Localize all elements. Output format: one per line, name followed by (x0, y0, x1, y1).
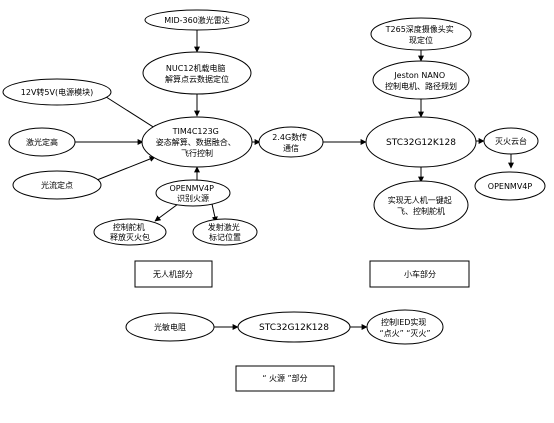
node-laser-range-label: 激光定高 (26, 137, 58, 147)
node-photoresistor-shape (125, 312, 215, 342)
node-fire-gimbal-shape (483, 127, 539, 155)
section-drone-label: 无人机部分 (153, 269, 193, 279)
node-nuc12-shape (142, 51, 252, 95)
section-drone-box (134, 260, 213, 288)
section-car-label: 小车部分 (404, 269, 436, 279)
node-t265-shape (370, 17, 472, 51)
node-power-label: 12V转5V(电源模块) (21, 87, 93, 97)
node-stc-fire-label: STC32G12K128 (259, 323, 329, 333)
node-optical-flow-shape (12, 170, 102, 200)
node-openmv-drone-label: OPENMV4P 识别火源 (170, 184, 217, 203)
node-laser-mark-shape (192, 218, 258, 246)
node-jetson-label: Jeston NANO 控制电机、路径规划 (385, 71, 457, 91)
node-tim4c-label: TIM4C123G 姿态解算、数据融合、 飞行控制 (156, 127, 239, 158)
node-photoresistor-label: 光敏电阻 (154, 322, 186, 332)
node-optical-flow-label: 光流定点 (41, 180, 73, 190)
node-power-shape (2, 78, 112, 106)
node-t265-label: T265深度摄像头实 现定位 (385, 24, 457, 45)
node-takeoff-label: 实现无人机一键起 飞、控制舵机 (388, 195, 455, 216)
node-openmv-car-label: OPENMV4P (488, 182, 533, 191)
node-servo-drop-shape (93, 218, 167, 246)
node-stc-car-shape (365, 116, 477, 168)
node-mid360-shape (144, 9, 250, 31)
node-radio-label: 2.4G数传 通信 (272, 132, 309, 153)
node-openmv-drone-shape (155, 179, 231, 207)
node-stc-fire-shape (237, 311, 351, 343)
edge-power-tim4c (102, 94, 159, 131)
section-fire-label: “ 火源 ”部分 (262, 373, 307, 383)
section-fire-box (235, 365, 335, 392)
node-radio-shape (258, 126, 324, 158)
node-laser-mark-label: 发射激光 标记位置 (208, 222, 243, 242)
node-fire-gimbal-label: 灭火云台 (495, 136, 527, 146)
node-led-ctrl-label: 控制lED实现 “点火” “灭火” (379, 317, 430, 338)
node-jetson-shape (372, 60, 470, 100)
edge-openmv-lasermark (211, 203, 218, 223)
node-laser-range-shape (8, 127, 76, 157)
node-nuc12-label: NUC12机载电脑 解算点云数据定位 (165, 63, 229, 84)
node-led-ctrl-shape (366, 309, 444, 345)
edge-flow-tim4c (96, 156, 156, 181)
node-takeoff-shape (373, 180, 469, 230)
node-mid360-label: MID-360激光雷达 (164, 15, 230, 25)
node-tim4c-shape (141, 116, 253, 168)
node-servo-drop-label: 控制舵机 释放灭火包 (110, 222, 150, 242)
section-car-box (369, 260, 470, 288)
edge-openmv-servo (154, 203, 179, 222)
node-openmv-car-shape (474, 171, 546, 201)
node-stc-car-label: STC32G12K128 (386, 138, 456, 148)
